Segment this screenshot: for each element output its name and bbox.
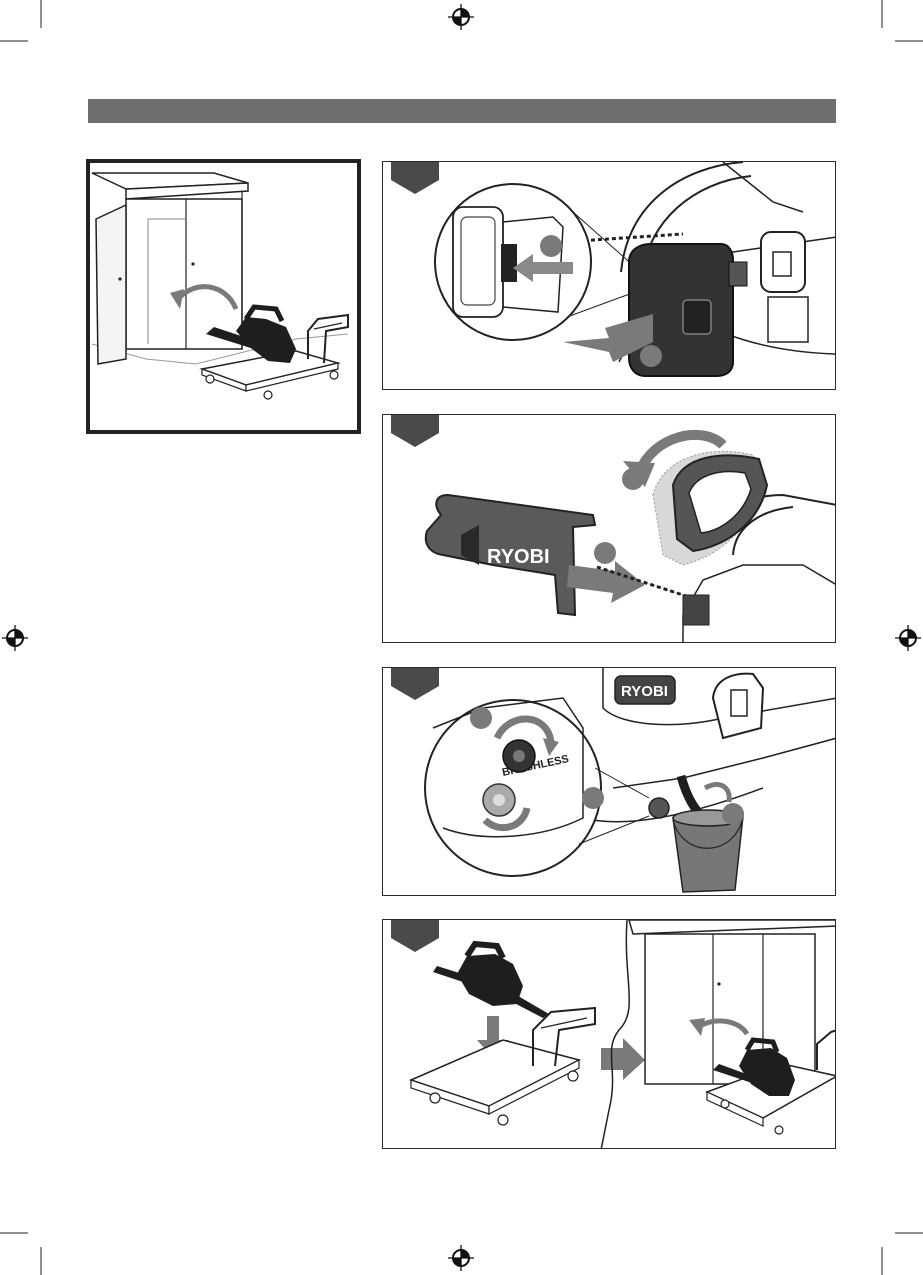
- step-marker-icon: [391, 668, 439, 700]
- storage-overview-figure: [86, 159, 361, 434]
- callout-circle-icon: [470, 707, 492, 729]
- registration-mark-icon: [1, 624, 29, 652]
- step-1-panel: [382, 161, 836, 390]
- callout-circle-icon: [540, 235, 562, 257]
- brand-label: RYOBI: [621, 683, 668, 700]
- step-2-panel: RYOBI: [382, 414, 836, 643]
- registration-mark-icon: [447, 1244, 475, 1272]
- callout-circle-icon: [594, 542, 616, 564]
- callout-circle-icon: [640, 345, 662, 367]
- registration-mark-icon: [447, 3, 475, 31]
- callout-circle-icon: [582, 787, 604, 809]
- step-marker-icon: [391, 162, 439, 194]
- section-title-bar: [88, 99, 836, 123]
- step-marker-icon: [391, 415, 439, 447]
- callout-circle-icon: [622, 468, 644, 490]
- registration-mark-icon: [894, 624, 922, 652]
- brand-label: RYOBI: [487, 546, 550, 568]
- step-3-panel: RYOBI BRUSHLESS: [382, 667, 836, 896]
- step-marker-icon: [391, 920, 439, 952]
- callout-circle-icon: [722, 803, 744, 825]
- step-4-panel: [382, 919, 836, 1149]
